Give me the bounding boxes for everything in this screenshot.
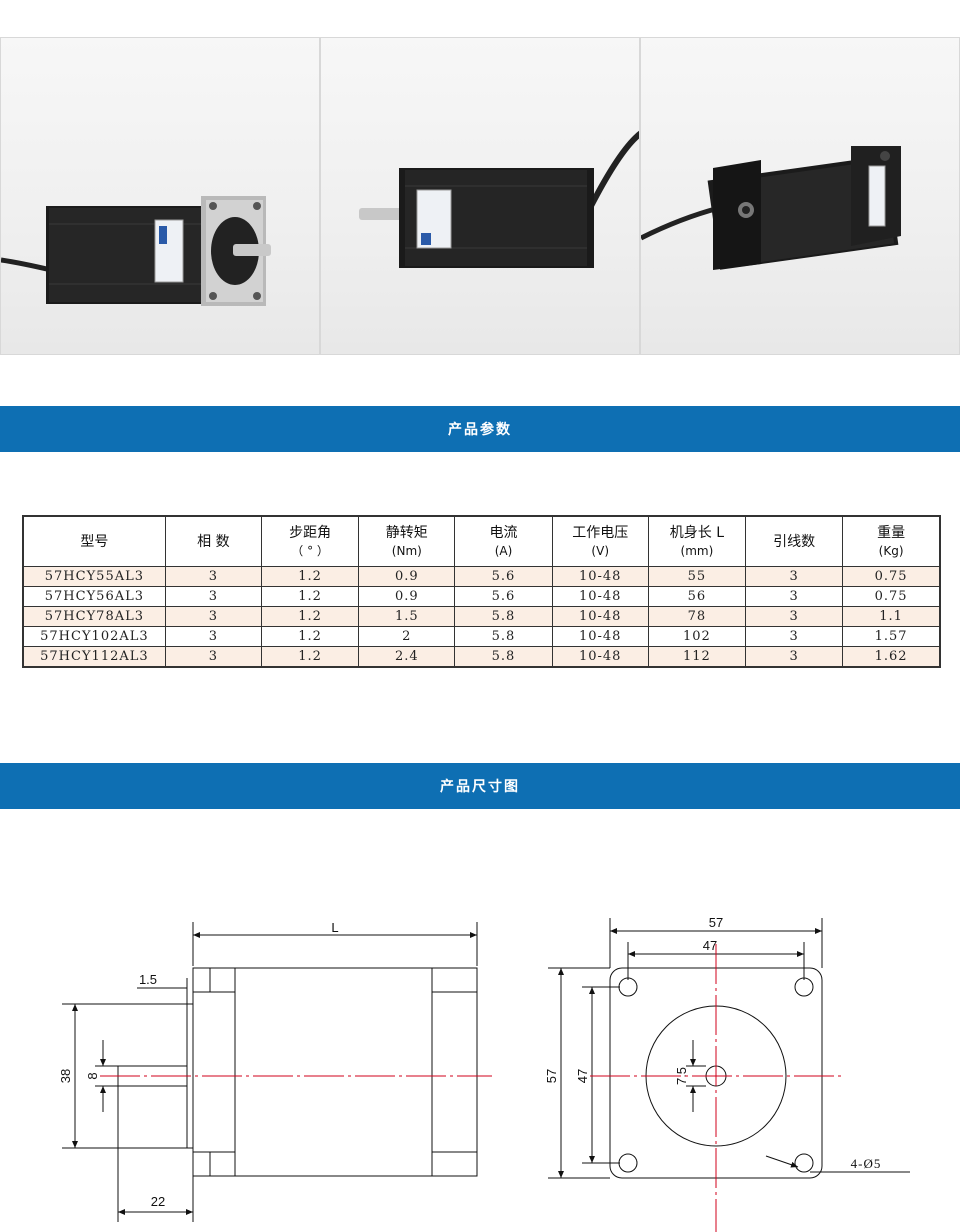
table-cell: 5.6 [454, 566, 553, 587]
table-cell: 3 [745, 606, 844, 627]
header-torque: 静转矩(Nm) [358, 515, 456, 567]
table-cell: 3 [164, 626, 263, 647]
dimension-drawing: L 1.5 38 8 22 [58, 915, 910, 1232]
header-length: 机身长 L(mm) [647, 515, 747, 567]
product-photo-rear [640, 37, 960, 355]
table-header-row: 型号 相 数 步距角（ ° ） 静转矩(Nm) 电流(A) 工作电压(V) 机身… [22, 515, 941, 567]
dim-label-shaft-dia: 7.5 [674, 1067, 689, 1085]
table-cell: 57HCY78AL3 [22, 606, 166, 627]
product-photo-side [320, 37, 640, 355]
section-title-dimensions: 产品尺寸图 [0, 763, 960, 809]
section-title-params: 产品参数 [0, 406, 960, 452]
table-cell: 112 [647, 646, 747, 668]
table-cell: 10-48 [551, 626, 649, 647]
header-weight: 重量(Kg) [842, 515, 941, 567]
table-cell: 102 [647, 626, 747, 647]
header-model: 型号 [22, 515, 166, 567]
table-cell: 5.6 [454, 586, 553, 607]
table-cell: 3 [164, 646, 263, 668]
table-cell: 3 [745, 626, 844, 647]
table-cell: 0.75 [842, 586, 941, 607]
dim-label-holes: 4-Ø5 [851, 1156, 882, 1171]
header-step-angle: 步距角（ ° ） [260, 515, 360, 567]
table-cell: 1.2 [260, 626, 360, 647]
header-voltage: 工作电压(V) [551, 515, 649, 567]
dim-label-hole-spacing-v: 47 [575, 1069, 590, 1083]
dim-label-flange: 1.5 [139, 972, 157, 987]
header-phases: 相 数 [164, 515, 263, 567]
header-leads: 引线数 [745, 515, 844, 567]
table-cell: 1.2 [260, 646, 360, 668]
table-cell: 5.8 [454, 606, 553, 627]
table-cell: 57HCY102AL3 [22, 626, 166, 647]
table-cell: 3 [164, 586, 263, 607]
table-cell: 1.57 [842, 626, 941, 647]
table-cell: 10-48 [551, 566, 649, 587]
side-view-drawing: L 1.5 38 8 22 [58, 920, 492, 1222]
table-cell: 1.1 [842, 606, 941, 627]
dim-label-shaft: 8 [85, 1072, 100, 1079]
table-row: 57HCY78AL3 3 1.2 1.5 5.8 10-48 78 3 1.1 [22, 606, 941, 627]
table-cell: 1.62 [842, 646, 941, 668]
table-row: 57HCY112AL3 3 1.2 2.4 5.8 10-48 112 3 1.… [22, 646, 941, 668]
dim-label-hole-spacing: 47 [703, 938, 717, 953]
dim-label-length: L [331, 920, 338, 935]
table-cell: 3 [745, 586, 844, 607]
table-cell: 1.2 [260, 566, 360, 587]
table-cell: 5.8 [454, 646, 553, 668]
spec-table: 型号 相 数 步距角（ ° ） 静转矩(Nm) 电流(A) 工作电压(V) 机身… [22, 515, 941, 668]
table-cell: 3 [164, 606, 263, 627]
table-cell: 1.2 [260, 606, 360, 627]
table-cell: 57HCY112AL3 [22, 646, 166, 668]
table-cell: 1.2 [260, 586, 360, 607]
table-cell: 0.9 [358, 586, 456, 607]
dim-label-outer-width: 57 [709, 915, 723, 930]
table-cell: 55 [647, 566, 747, 587]
table-cell: 10-48 [551, 646, 649, 668]
product-photos [0, 37, 960, 355]
table-cell: 3 [164, 566, 263, 587]
header-current: 电流(A) [454, 515, 553, 567]
table-row: 57HCY56AL3 3 1.2 0.9 5.6 10-48 56 3 0.75 [22, 586, 941, 607]
table-cell: 56 [647, 586, 747, 607]
table-cell: 2.4 [358, 646, 456, 668]
table-cell: 3 [745, 566, 844, 587]
table-cell: 10-48 [551, 606, 649, 627]
table-cell: 78 [647, 606, 747, 627]
table-cell: 57HCY56AL3 [22, 586, 166, 607]
table-cell: 0.9 [358, 566, 456, 587]
table-cell: 2 [358, 626, 456, 647]
dim-label-height: 38 [58, 1069, 73, 1083]
table-row: 57HCY102AL3 3 1.2 2 5.8 10-48 102 3 1.57 [22, 626, 941, 647]
dim-label-outer-height: 57 [544, 1069, 559, 1083]
table-cell: 57HCY55AL3 [22, 566, 166, 587]
table-cell: 10-48 [551, 586, 649, 607]
dim-label-shaft-length: 22 [151, 1194, 165, 1209]
table-cell: 1.5 [358, 606, 456, 627]
table-row: 57HCY55AL3 3 1.2 0.9 5.6 10-48 55 3 0.75 [22, 566, 941, 587]
product-photo-front-angle [0, 37, 320, 355]
front-view-drawing: 57 47 57 47 7.5 4-Ø5 [544, 915, 910, 1232]
table-cell: 0.75 [842, 566, 941, 587]
table-cell: 5.8 [454, 626, 553, 647]
table-cell: 3 [745, 646, 844, 668]
